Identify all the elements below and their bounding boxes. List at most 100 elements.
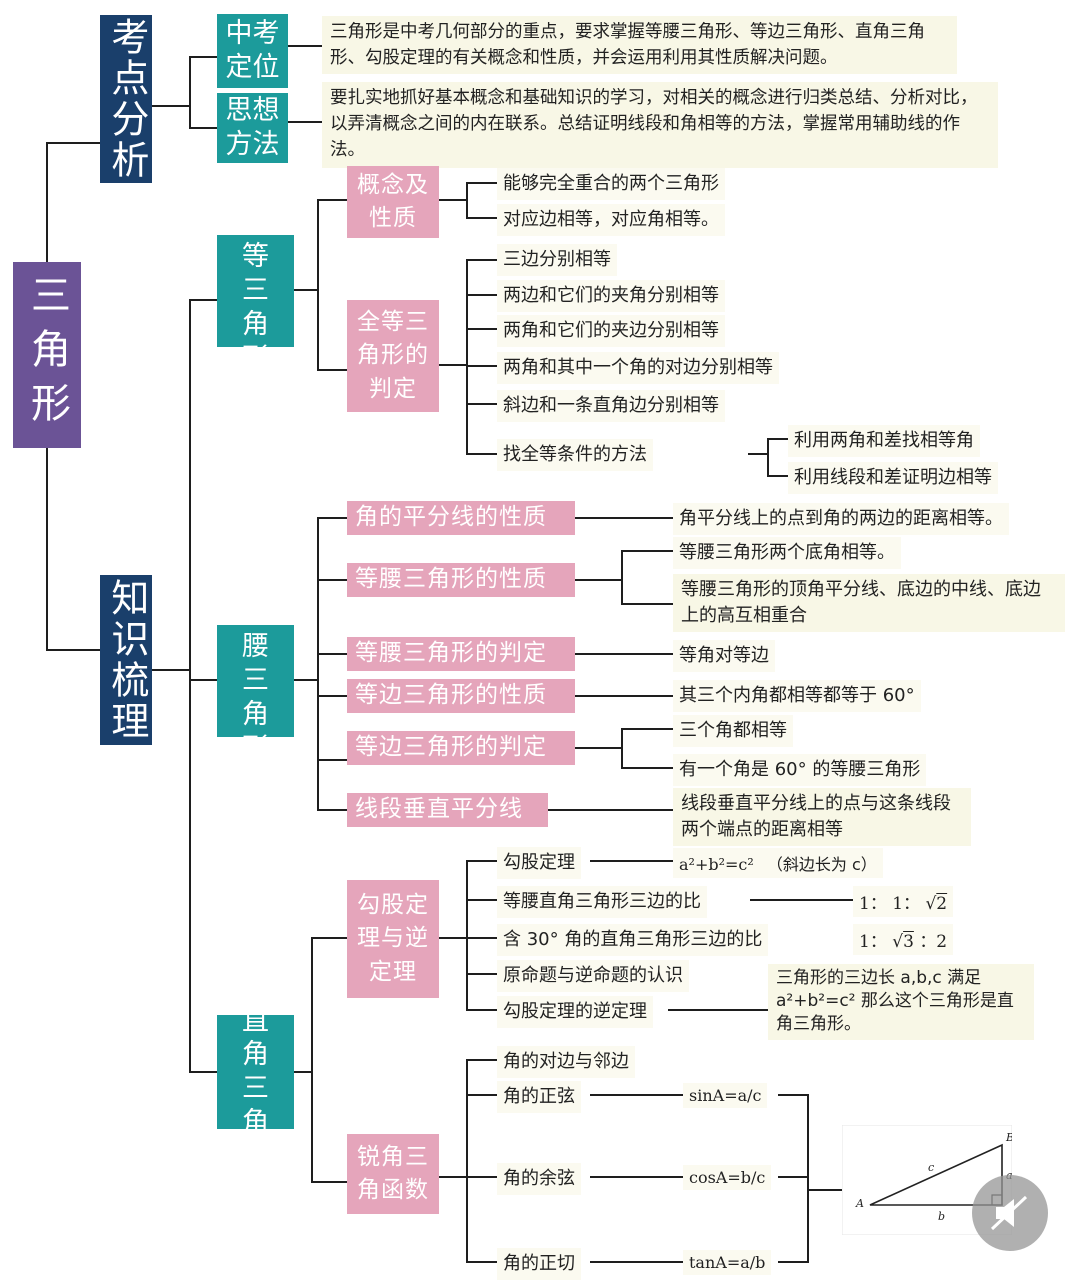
node-concept: 概念及性质 (347, 166, 439, 238)
trig-item: 角的正弦 (497, 1081, 581, 1113)
pythagoras-item-text: 等腰直角三角形三边的比 (503, 891, 701, 912)
judge-item: 两边和它们的夹角分别相等 (497, 280, 725, 312)
pythagoras-item: 含 30° 角的直角三角形三边的比 (497, 924, 769, 956)
ratio-isosceles-right: 1： 1： √2 (853, 886, 954, 917)
node-iso-row: 等边三角形的判定 (347, 731, 575, 765)
judge-method: 利用两角和差找相等角 (788, 425, 980, 457)
iso-note-text: 等角对等边 (679, 645, 769, 666)
node-position: 中考定位 (217, 14, 288, 88)
trig-formula-text: sinA=a/c (689, 1086, 762, 1105)
iso-row-label: 线段垂直平分线 (355, 796, 523, 823)
ratio-iso-root: 2 (936, 894, 948, 914)
pythagoras-item-text: 勾股定理 (503, 852, 575, 873)
node-isosceles: 等腰三角形 (217, 598, 294, 764)
trig-formula: cosA=b/c (683, 1165, 772, 1190)
node-pythagoras-label: 勾股定理与逆定理 (357, 891, 429, 985)
ratio-iso-prefix: 1： 1： (859, 894, 921, 914)
iso-row-label: 等腰三角形的性质 (355, 566, 547, 593)
judge-item-text: 斜边和一条直角边分别相等 (503, 395, 719, 416)
node-congruent-label: 全等三角形 (242, 207, 269, 374)
trig-item-text: 角的对边与邻边 (503, 1051, 629, 1072)
trig-item: 角的对边与邻边 (497, 1046, 635, 1078)
trig-item: 角的余弦 (497, 1163, 581, 1195)
iso-note-text: 等腰三角形的顶角平分线、底边的中线、底边上的高互相重合 (681, 579, 1041, 626)
root-node: 三角形 (13, 262, 81, 448)
judge-method-text: 利用线段和差证明边相等 (794, 467, 992, 488)
iso-note: 等角对等边 (673, 640, 775, 672)
sqrt-icon: √ (925, 894, 937, 914)
ratio-30-prefix: 1： (859, 932, 887, 952)
inverse-line: 三角形的三边长 a,b,c 满足 (776, 968, 982, 988)
node-method: 思想方法 (217, 93, 288, 163)
node-congruent: 全等三角形 (217, 208, 294, 374)
section-knowledge: 知识梳理 (100, 575, 152, 745)
node-isosceles-label: 等腰三角形 (242, 597, 269, 764)
node-trig: 锐角三角函数 (347, 1134, 439, 1214)
trig-item: 角的正切 (497, 1248, 581, 1280)
ratio-30-degree: 1： √3 ：2 (853, 924, 954, 955)
pythagoras-formula-note: （斜边长为 c） (766, 855, 877, 874)
judge-method-text: 利用两角和差找相等角 (794, 430, 974, 451)
inverse-line: 角三角形。 (776, 1014, 861, 1034)
trig-formula: tanA=a/b (683, 1250, 772, 1275)
pythagoras-item: 勾股定理 (497, 847, 581, 879)
figure-label-b: b (938, 1210, 945, 1223)
trig-item-text: 角的余弦 (503, 1168, 575, 1189)
iso-note: 角平分线上的点到角的两边的距离相等。 (673, 503, 1009, 535)
judge-item-text: 找全等条件的方法 (503, 444, 647, 465)
trig-formula: sinA=a/c (683, 1083, 768, 1108)
pythagoras-formula-base: a²+b²=c² (679, 855, 754, 874)
iso-note-text: 三个角都相等 (679, 720, 787, 741)
trig-item-text: 角的正弦 (503, 1086, 575, 1107)
iso-note: 等腰三角形的顶角平分线、底边的中线、底边上的高互相重合 (673, 574, 1065, 632)
figure-label-c: c (928, 1161, 934, 1174)
ratio-30-suffix: ：2 (919, 932, 948, 952)
note-method: 要扎实地抓好基本概念和基础知识的学习，对相关的概念进行归类总结、分析对比，以弄清… (322, 82, 998, 168)
concept-item: 对应边相等，对应角相等。 (497, 204, 725, 236)
iso-row-label: 等腰三角形的判定 (355, 640, 547, 667)
section-knowledge-label: 知识梳理 (104, 578, 149, 742)
concept-item: 能够完全重合的两个三角形 (497, 168, 725, 200)
judge-item: 两角和它们的夹边分别相等 (497, 315, 725, 347)
pythagoras-item-text: 含 30° 角的直角三角形三边的比 (503, 929, 763, 950)
judge-item: 两角和其中一个角的对边分别相等 (497, 352, 779, 384)
judge-method: 利用线段和差证明边相等 (788, 462, 998, 494)
node-method-label: 思想方法 (225, 95, 280, 160)
judge-item-text: 两角和其中一个角的对边分别相等 (503, 357, 773, 378)
node-right-triangle-label: 解直角三角形 (242, 971, 269, 1172)
section-analysis-label: 考点分析 (104, 17, 149, 181)
iso-row-label: 等边三角形的判定 (355, 734, 547, 761)
pythagoras-item-text: 原命题与逆命题的认识 (503, 965, 683, 986)
iso-note: 线段垂直平分线上的点与这条线段两个端点的距离相等 (673, 788, 971, 846)
pythagoras-item: 勾股定理的逆定理 (497, 996, 653, 1028)
node-iso-row: 等腰三角形的性质 (347, 563, 575, 597)
root-title: 三角形 (24, 274, 70, 436)
node-congruent-judge: 全等三角形的判定 (347, 300, 439, 412)
figure-label-A: A (855, 1197, 864, 1210)
judge-item-text: 三边分别相等 (503, 249, 611, 270)
pythagoras-formula: a²+b²=c² （斜边长为 c） (673, 848, 883, 878)
sqrt-icon: √ (892, 932, 904, 952)
pythagoras-item: 原命题与逆命题的认识 (497, 960, 689, 992)
judge-item: 找全等条件的方法 (497, 439, 653, 471)
iso-note: 三个角都相等 (673, 715, 793, 747)
node-iso-row: 角的平分线的性质 (347, 501, 575, 535)
note-position: 三角形是中考几何部分的重点，要求掌握等腰三角形、等边三角形、直角三角形、勾股定理… (322, 16, 957, 74)
judge-item-text: 两边和它们的夹角分别相等 (503, 285, 719, 306)
trig-item-text: 角的正切 (503, 1253, 575, 1274)
iso-row-label: 角的平分线的性质 (355, 504, 547, 531)
ratio-30-root: 3 (903, 932, 914, 952)
pythagoras-item-text: 勾股定理的逆定理 (503, 1001, 647, 1022)
node-concept-label: 概念及性质 (357, 171, 429, 231)
trig-formula-text: tanA=a/b (689, 1253, 766, 1272)
iso-note: 等腰三角形两个底角相等。 (673, 537, 901, 569)
mute-button[interactable] (972, 1175, 1048, 1251)
inverse-line: a²+b²=c² 那么这个三角形是直 (776, 991, 1014, 1011)
judge-item: 三边分别相等 (497, 244, 617, 276)
concept-item-text: 能够完全重合的两个三角形 (503, 173, 719, 194)
figure-label-B: B (1005, 1131, 1012, 1144)
node-iso-row: 线段垂直平分线 (347, 793, 548, 827)
node-position-label: 中考定位 (225, 18, 280, 83)
iso-note-text: 其三个内角都相等都等于 60° (679, 685, 915, 706)
